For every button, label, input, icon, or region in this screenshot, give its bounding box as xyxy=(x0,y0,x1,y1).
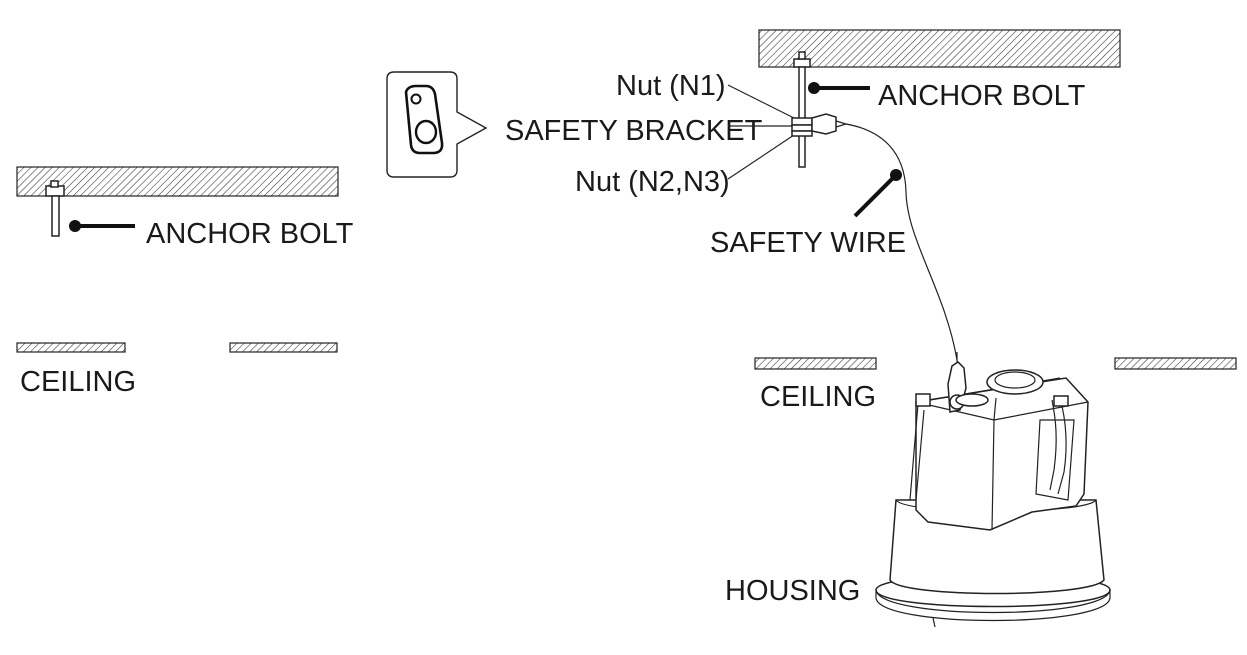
housing xyxy=(875,352,1111,628)
left-anchor-bolt-label: ANCHOR BOLT xyxy=(146,218,354,250)
safety-bracket-callout xyxy=(386,71,488,178)
safety-wire-label: SAFETY WIRE xyxy=(710,227,906,259)
nut-n1-label: Nut (N1) xyxy=(616,70,726,102)
right-figure: Nut (N1) SAFETY BRACKET Nut (N2,N3) ANCH… xyxy=(386,29,1237,628)
right-anchor-bolt-label: ANCHOR BOLT xyxy=(878,80,1086,112)
right-ceiling-panel-a xyxy=(754,357,877,370)
safety-wire-leader xyxy=(853,169,902,218)
left-ceiling-panel-b xyxy=(229,342,338,353)
right-anchor-bolt-leader xyxy=(808,82,870,94)
housing-label: HOUSING xyxy=(725,575,860,607)
nut-n1-leader xyxy=(727,84,801,122)
nut-n2-n3-label: Nut (N2,N3) xyxy=(575,166,730,198)
right-ceiling-slab xyxy=(758,29,1121,68)
safety-bracket-icon xyxy=(404,84,444,155)
left-anchor-bolt-leader xyxy=(69,220,135,232)
nut-n2-n3-leader xyxy=(727,130,801,180)
right-ceiling-label: CEILING xyxy=(760,381,876,413)
left-ceiling-slab xyxy=(16,166,339,197)
left-ceiling-label: CEILING xyxy=(20,366,136,398)
safety-bracket-label: SAFETY BRACKET xyxy=(505,115,763,147)
right-anchor-bolt xyxy=(791,51,849,168)
left-figure: ANCHOR BOLT CEILING xyxy=(16,166,354,398)
left-ceiling-panel-a xyxy=(16,342,126,353)
left-anchor-bolt xyxy=(45,180,65,237)
safety-wire xyxy=(845,123,958,361)
right-ceiling-panel-b xyxy=(1114,357,1237,370)
